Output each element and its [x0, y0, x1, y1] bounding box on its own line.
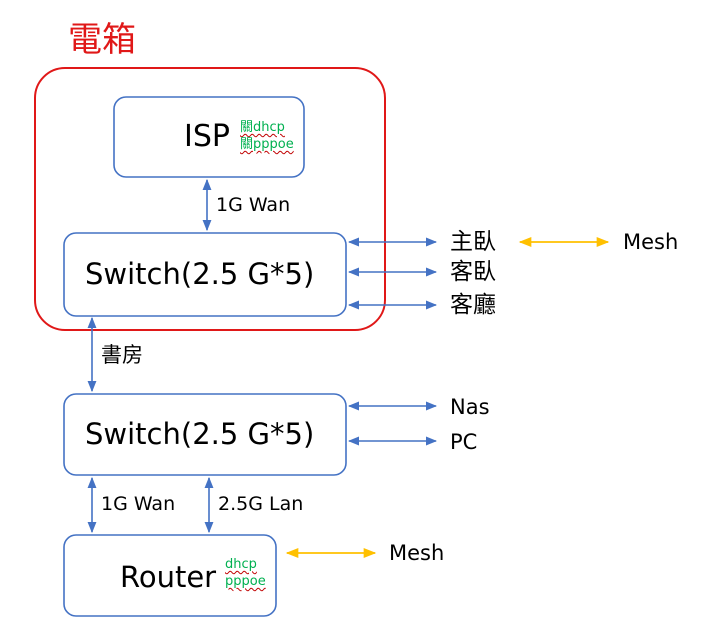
switch-top-box — [63, 232, 347, 317]
switch-switch-link-label: 書房 — [101, 343, 143, 367]
cabinet-frame — [34, 67, 386, 331]
isp-box — [113, 96, 305, 178]
isp-notes: 關dhcp 關pppoe — [240, 119, 294, 153]
switch-top-label: Switch(2.5 G*5) — [85, 257, 315, 291]
isp-label: ISP — [184, 119, 230, 154]
switch-router-lan-label: 2.5G Lan — [218, 493, 304, 515]
endpoint-guest-bedroom: 客臥 — [450, 259, 496, 285]
endpoint-nas: Nas — [450, 395, 490, 419]
router-label: Router — [120, 560, 217, 594]
endpoint-living-room: 客廳 — [450, 292, 496, 318]
switch-bottom-box — [63, 393, 347, 476]
endpoint-pc: PC — [450, 430, 478, 454]
cabinet-title: 電箱 — [68, 20, 136, 60]
endpoint-master-bedroom: 主臥 — [450, 229, 496, 255]
mesh-top-label: Mesh — [623, 230, 679, 254]
router-note-dhcp: dhcp — [225, 557, 257, 572]
isp-note-pppoe: 關pppoe — [240, 137, 294, 152]
isp-note-dhcp: 關dhcp — [240, 120, 285, 135]
router-box — [63, 534, 277, 617]
router-notes: dhcp pppoe — [225, 556, 266, 590]
router-note-pppoe: pppoe — [225, 574, 266, 589]
mesh-router-label: Mesh — [389, 541, 445, 565]
isp-switch-link-label: 1G Wan — [216, 194, 291, 216]
switch-bottom-label: Switch(2.5 G*5) — [85, 417, 315, 451]
switch-router-wan-label: 1G Wan — [101, 493, 176, 515]
